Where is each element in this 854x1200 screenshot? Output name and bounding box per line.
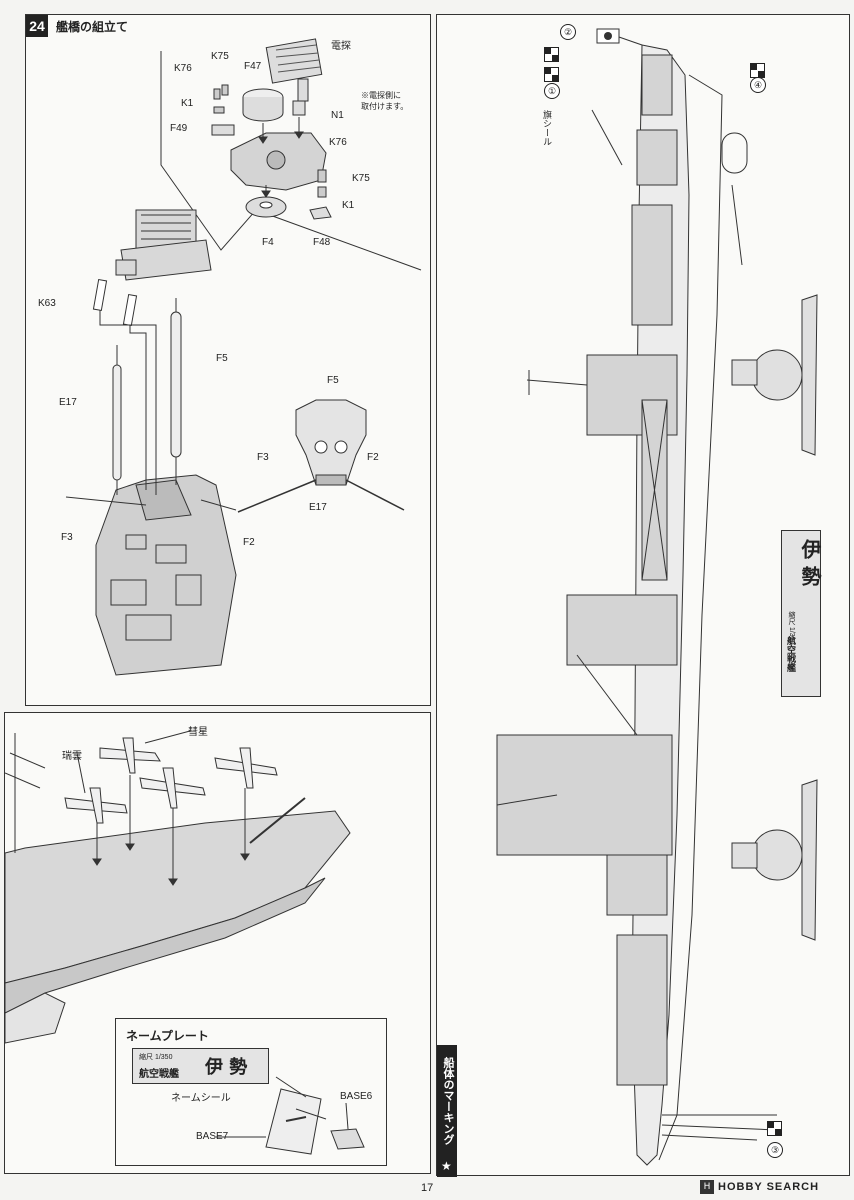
- label-k76-top: K76: [174, 63, 192, 74]
- vplate-scale: 縮尺 1/350: [788, 611, 795, 645]
- marking-panel: ② ① ④ ③ 旗シール 縮尺 1/350 航空戦艦 伊 勢 船体のマーキング …: [436, 14, 850, 1177]
- label-e17-main: E17: [59, 397, 77, 408]
- plate-name: 伊 勢: [205, 1057, 248, 1078]
- label-f49: F49: [170, 123, 188, 134]
- marker-3: ③: [767, 1142, 783, 1158]
- label-f3-detail: F3: [257, 452, 269, 463]
- step-number-badge: 24: [26, 15, 48, 37]
- label-f2-detail: F2: [367, 452, 379, 463]
- label-f4: F4: [262, 237, 274, 248]
- star-icon: ★: [441, 1159, 452, 1173]
- nameplate-seal: 縮尺 1/350 航空戦艦 伊 勢: [132, 1048, 269, 1084]
- flag-marker-3: [767, 1121, 782, 1136]
- step-title: 艦橋の組立て: [56, 20, 129, 34]
- label-f3-main: F3: [61, 532, 73, 543]
- marker-2: ②: [560, 24, 576, 40]
- label-base6: BASE6: [340, 1091, 373, 1102]
- plate-scale: 縮尺 1/350: [139, 1054, 173, 1061]
- marker-4: ④: [750, 77, 766, 93]
- label-name-seal: ネームシール: [171, 1093, 231, 1104]
- page-number: 17: [421, 1182, 434, 1194]
- vplate-type: 航空戦艦: [786, 636, 796, 672]
- label-f5-main: F5: [216, 353, 228, 364]
- note-radar-side: ※電探側に 取付けます。: [361, 91, 409, 111]
- label-k75-top: K75: [211, 51, 229, 62]
- label-k76-right: K76: [329, 137, 347, 148]
- flag-marker-4: [750, 63, 765, 78]
- hobby-search-watermark: HOBBY SEARCH: [718, 1181, 820, 1193]
- flag-marker-2: [544, 47, 559, 62]
- label-k1-top: K1: [181, 98, 194, 109]
- vertical-nameplate: 縮尺 1/350 航空戦艦 伊 勢: [781, 530, 822, 697]
- watermark-logo-icon: H: [700, 1180, 714, 1194]
- label-k1-right: K1: [342, 200, 355, 211]
- bridge-assembly-diagram: [65, 38, 422, 676]
- label-e17-detail: E17: [309, 502, 327, 513]
- flight-deck-diagram: [5, 730, 351, 1044]
- vplate-name: 伊 勢: [798, 539, 822, 586]
- label-f2-main: F2: [243, 537, 255, 548]
- label-zuiun: 瑞雲: [62, 751, 82, 762]
- marking-section-title: 船体のマーキング: [442, 1057, 454, 1145]
- ship-profile-diagram: [496, 28, 818, 1166]
- step24-panel: 24 艦橋の組立て: [25, 14, 431, 706]
- aircraft-panel: 彗星 瑞雲 ネームプレート 縮尺 1/350 航空戦艦 伊 勢 ネームシール B…: [4, 712, 431, 1174]
- label-f5-detail: F5: [327, 375, 339, 386]
- marking-section-header: 船体のマーキング ★: [437, 1045, 457, 1177]
- label-suisei: 彗星: [188, 727, 208, 738]
- nameplate-box: ネームプレート 縮尺 1/350 航空戦艦 伊 勢 ネームシール BASE6 B…: [115, 1018, 387, 1166]
- flag-marker-1: [544, 67, 559, 82]
- label-f48: F48: [313, 237, 331, 248]
- label-base7: BASE7: [196, 1131, 229, 1142]
- nameplate-heading: ネームプレート: [126, 1029, 209, 1043]
- base-diagram: [216, 1076, 365, 1155]
- plate-type: 航空戦艦: [139, 1069, 179, 1080]
- label-radar: 電探: [331, 41, 351, 52]
- label-k63: K63: [38, 298, 56, 309]
- label-n1: N1: [331, 110, 344, 121]
- label-k75-right: K75: [352, 173, 370, 184]
- marker-1: ①: [544, 83, 560, 99]
- flag-seal-label: 旗シール: [542, 110, 552, 146]
- label-f47: F47: [244, 61, 262, 72]
